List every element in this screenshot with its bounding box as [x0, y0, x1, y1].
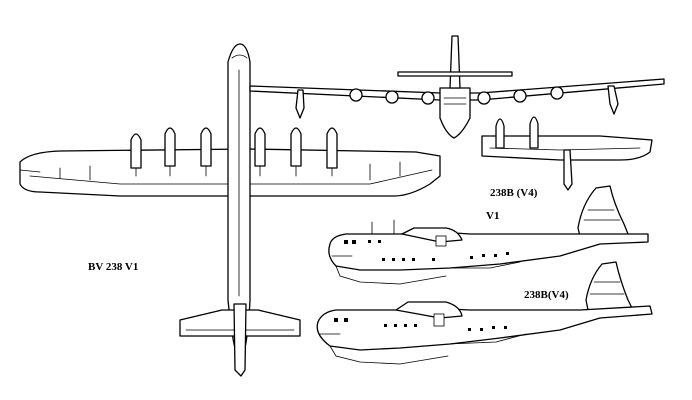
plan-view — [19, 43, 441, 377]
v4-fin — [585, 261, 633, 311]
v1-hull — [328, 231, 649, 271]
v4-hull — [316, 305, 653, 351]
v4-wing-panel — [481, 135, 653, 161]
v4-float — [563, 149, 573, 191]
front-hull — [439, 87, 471, 139]
side-view-v1 — [328, 185, 649, 285]
v1-canopy — [401, 227, 463, 243]
partial-plan-v4 — [481, 116, 653, 191]
plan-view-label: BV 238 V1 — [88, 261, 139, 273]
side-view-v4 — [316, 261, 653, 365]
front-fin — [449, 35, 461, 89]
plan-fuselage — [227, 43, 251, 357]
side-view-v4-label: 238B(V4) — [524, 289, 569, 301]
side-view-v1-label: V1 — [486, 210, 500, 222]
front-engine-nacelles — [349, 86, 564, 105]
v1-windows — [344, 240, 509, 261]
front-float-left — [295, 89, 305, 119]
front-tailplane — [397, 71, 513, 77]
v4-canopy — [395, 301, 463, 319]
v1-fin — [577, 185, 629, 237]
front-view — [249, 35, 665, 139]
partial-plan-v4-label: 238B (V4) — [490, 187, 538, 199]
plan-engine-nacelles — [130, 127, 338, 177]
front-float-right — [607, 85, 619, 115]
v4-windows — [334, 318, 507, 331]
plan-tailplane — [179, 303, 301, 377]
